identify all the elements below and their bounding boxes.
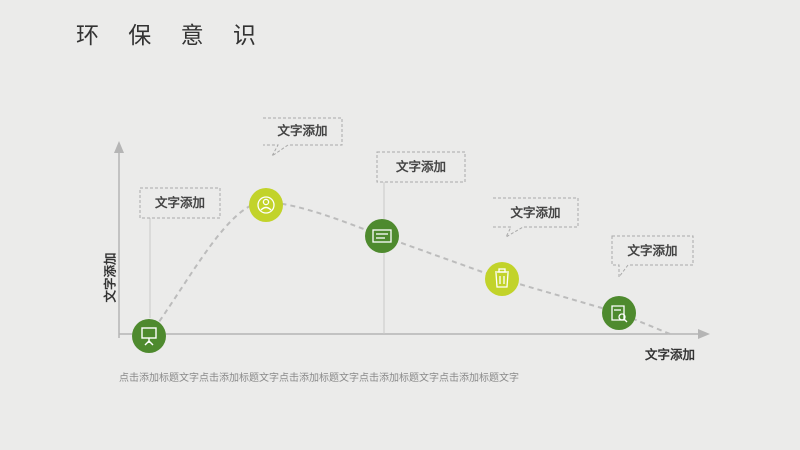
callout-box-3 bbox=[376, 151, 466, 183]
trend-curve bbox=[148, 200, 671, 337]
node-2 bbox=[249, 188, 283, 222]
node-5 bbox=[602, 296, 636, 330]
caption-text: 点击添加标题文字点击添加标题文字点击添加标题文字点击添加标题文字点击添加标题文字 bbox=[119, 373, 519, 384]
user-profile-icon bbox=[257, 196, 275, 214]
node-4 bbox=[485, 262, 519, 296]
y-axis-label: 文字添加 bbox=[102, 252, 118, 303]
y-axis-arrow bbox=[114, 141, 124, 153]
node-1 bbox=[132, 319, 166, 353]
presentation-board-icon bbox=[141, 327, 157, 346]
trash-can-icon bbox=[495, 268, 509, 288]
x-axis-label: 文字添加 bbox=[645, 347, 696, 362]
callout-label-5: 文字添加 bbox=[627, 243, 678, 258]
callout-box-1 bbox=[139, 187, 221, 219]
node-3 bbox=[365, 219, 399, 253]
search-document-icon bbox=[611, 305, 628, 323]
id-card-icon bbox=[372, 229, 392, 243]
callout-label-3: 文字添加 bbox=[395, 159, 446, 174]
callout-box-2 bbox=[263, 117, 343, 157]
callout-box-4 bbox=[493, 197, 579, 239]
callout-label-1: 文字添加 bbox=[154, 195, 205, 210]
callout-label-2: 文字添加 bbox=[277, 123, 328, 138]
x-axis-arrow bbox=[698, 329, 710, 339]
page-title: 环 保 意 识 bbox=[76, 23, 267, 49]
callout-label-4: 文字添加 bbox=[510, 205, 561, 220]
callout-box-5 bbox=[611, 235, 694, 279]
